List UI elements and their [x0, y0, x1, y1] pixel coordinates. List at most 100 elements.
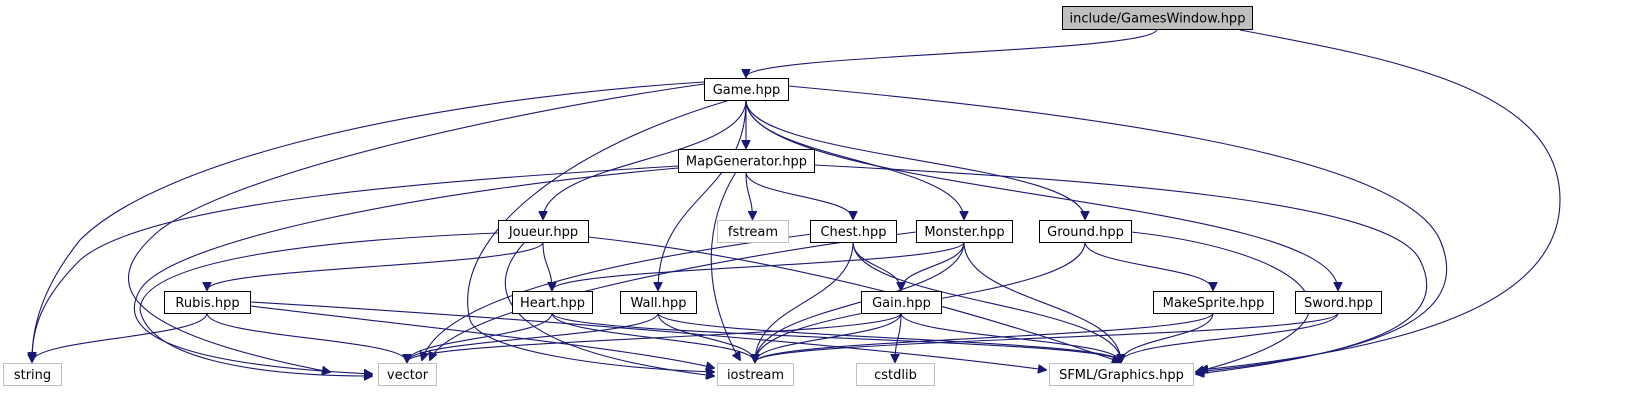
node-game[interactable]: Game.hpp — [704, 78, 789, 101]
node-box-sword — [1295, 291, 1382, 314]
edge-mapgen-to-sfml — [813, 164, 1428, 374]
edge-chest-to-sfml — [852, 241, 1121, 362]
edge-heart-to-vector — [407, 312, 553, 362]
edge-mapgen-to-iostream — [710, 171, 740, 360]
edge-monster-to-heart — [552, 241, 965, 290]
edges-layer — [32, 28, 1561, 376]
node-box-rubis — [164, 291, 251, 314]
edge-gameswindow-to-game — [746, 28, 1158, 77]
node-mapgen[interactable]: MapGenerator.hpp — [678, 149, 815, 173]
node-vector: vector — [378, 363, 437, 386]
node-label-vector: vector — [387, 368, 429, 383]
edge-game-to-ground — [745, 99, 1085, 219]
node-label-ground: Ground.hpp — [1047, 225, 1124, 240]
node-box-string — [3, 363, 62, 386]
node-box-gameswindow — [1062, 6, 1253, 30]
edge-monster-to-vector — [430, 231, 917, 360]
edge-heart-to-sfml — [551, 312, 1121, 362]
edge-rubis-to-vector — [206, 312, 407, 362]
node-box-sfml — [1049, 363, 1194, 386]
node-box-monster — [916, 220, 1013, 243]
edge-rubis-to-iostream — [249, 305, 714, 368]
node-label-fstream: fstream — [728, 225, 778, 240]
edge-monster-to-sfml — [963, 241, 1121, 362]
edge-game-to-sfml — [787, 85, 1448, 372]
edge-game-to-string — [32, 81, 705, 360]
node-label-chest: Chest.hpp — [820, 225, 886, 240]
edge-gain-to-iostream — [755, 312, 902, 362]
node-label-cstdlib: cstdlib — [874, 368, 917, 383]
edge-wall-to-sfml — [657, 312, 1121, 362]
edge-gain-to-cstdlib — [895, 312, 902, 362]
edge-monster-to-iostream — [755, 241, 965, 362]
node-fstream: fstream — [717, 220, 789, 243]
node-box-heart — [512, 291, 593, 314]
edge-ground-to-sfml — [1130, 231, 1311, 372]
node-wall[interactable]: Wall.hpp — [620, 291, 697, 314]
edge-chest-to-vector — [422, 233, 813, 360]
node-label-sword: Sword.hpp — [1304, 296, 1373, 311]
node-rubis[interactable]: Rubis.hpp — [164, 291, 251, 314]
node-label-gain: Gain.hpp — [872, 296, 931, 311]
edge-mapgen-to-vector — [133, 167, 679, 374]
node-label-monster: Monster.hpp — [924, 225, 1004, 240]
node-box-fstream — [717, 220, 789, 243]
edge-makesprite-to-iostream — [755, 312, 1214, 362]
node-label-sfml: SFML/Graphics.hpp — [1059, 368, 1184, 383]
node-label-mapgen: MapGenerator.hpp — [686, 155, 807, 170]
edge-monster-to-gain — [901, 241, 965, 290]
node-sfml: SFML/Graphics.hpp — [1049, 363, 1194, 386]
node-label-heart: Heart.hpp — [520, 296, 585, 311]
edge-ground-to-makesprite — [1084, 241, 1213, 290]
edge-rubis-to-string — [32, 312, 208, 362]
edge-mapgen-to-chest — [745, 171, 853, 219]
node-box-vector — [378, 363, 437, 386]
node-gameswindow[interactable]: include/GamesWindow.hpp — [1062, 6, 1253, 30]
edge-chest-to-iostream — [755, 241, 854, 362]
edge-mapgen-to-fstream — [745, 171, 753, 219]
edge-joueur-to-vector — [139, 232, 499, 376]
node-chest[interactable]: Chest.hpp — [810, 220, 897, 243]
node-joueur[interactable]: Joueur.hpp — [498, 220, 589, 243]
node-label-string: string — [14, 368, 51, 383]
edge-mapgen-to-string — [32, 165, 679, 360]
node-string: string — [3, 363, 62, 386]
node-label-makesprite: MakeSprite.hpp — [1163, 296, 1265, 311]
node-label-game: Game.hpp — [713, 83, 781, 98]
edge-game-to-vector — [127, 83, 705, 372]
node-box-ground — [1039, 220, 1132, 243]
edge-sword-to-iostream — [755, 312, 1339, 362]
edge-joueur-to-iostream — [504, 241, 714, 376]
node-box-wall — [620, 291, 697, 314]
edge-wall-to-vector — [407, 312, 659, 362]
node-box-chest — [810, 220, 897, 243]
node-ground[interactable]: Ground.hpp — [1039, 220, 1132, 243]
node-box-iostream — [717, 363, 794, 386]
edge-game-to-wall — [658, 99, 747, 290]
node-label-iostream: iostream — [727, 368, 784, 383]
edge-sword-to-sfml — [1121, 312, 1339, 362]
node-makesprite[interactable]: MakeSprite.hpp — [1153, 291, 1274, 314]
node-box-joueur — [498, 220, 589, 243]
nodes-layer: include/GamesWindow.hppGame.hppMapGenera… — [3, 6, 1382, 386]
node-heart[interactable]: Heart.hpp — [512, 291, 593, 314]
edge-game-to-joueur — [543, 99, 747, 219]
node-box-mapgen — [678, 149, 815, 173]
node-cstdlib: cstdlib — [856, 363, 935, 386]
node-label-gameswindow: include/GamesWindow.hpp — [1070, 12, 1246, 27]
node-monster[interactable]: Monster.hpp — [916, 220, 1013, 243]
node-iostream: iostream — [717, 363, 794, 386]
edge-chest-to-gain — [852, 241, 901, 290]
node-box-makesprite — [1153, 291, 1274, 314]
node-label-rubis: Rubis.hpp — [175, 296, 239, 311]
node-label-joueur: Joueur.hpp — [508, 225, 578, 240]
node-label-wall: Wall.hpp — [630, 296, 686, 311]
edge-game-to-sword — [745, 99, 1338, 290]
node-sword[interactable]: Sword.hpp — [1295, 291, 1382, 314]
edge-joueur-to-rubis — [207, 241, 544, 290]
node-box-gain — [861, 291, 942, 314]
edge-gameswindow-to-sfml — [1200, 29, 1561, 370]
edge-game-to-iostream — [467, 99, 731, 372]
node-gain[interactable]: Gain.hpp — [861, 291, 942, 314]
